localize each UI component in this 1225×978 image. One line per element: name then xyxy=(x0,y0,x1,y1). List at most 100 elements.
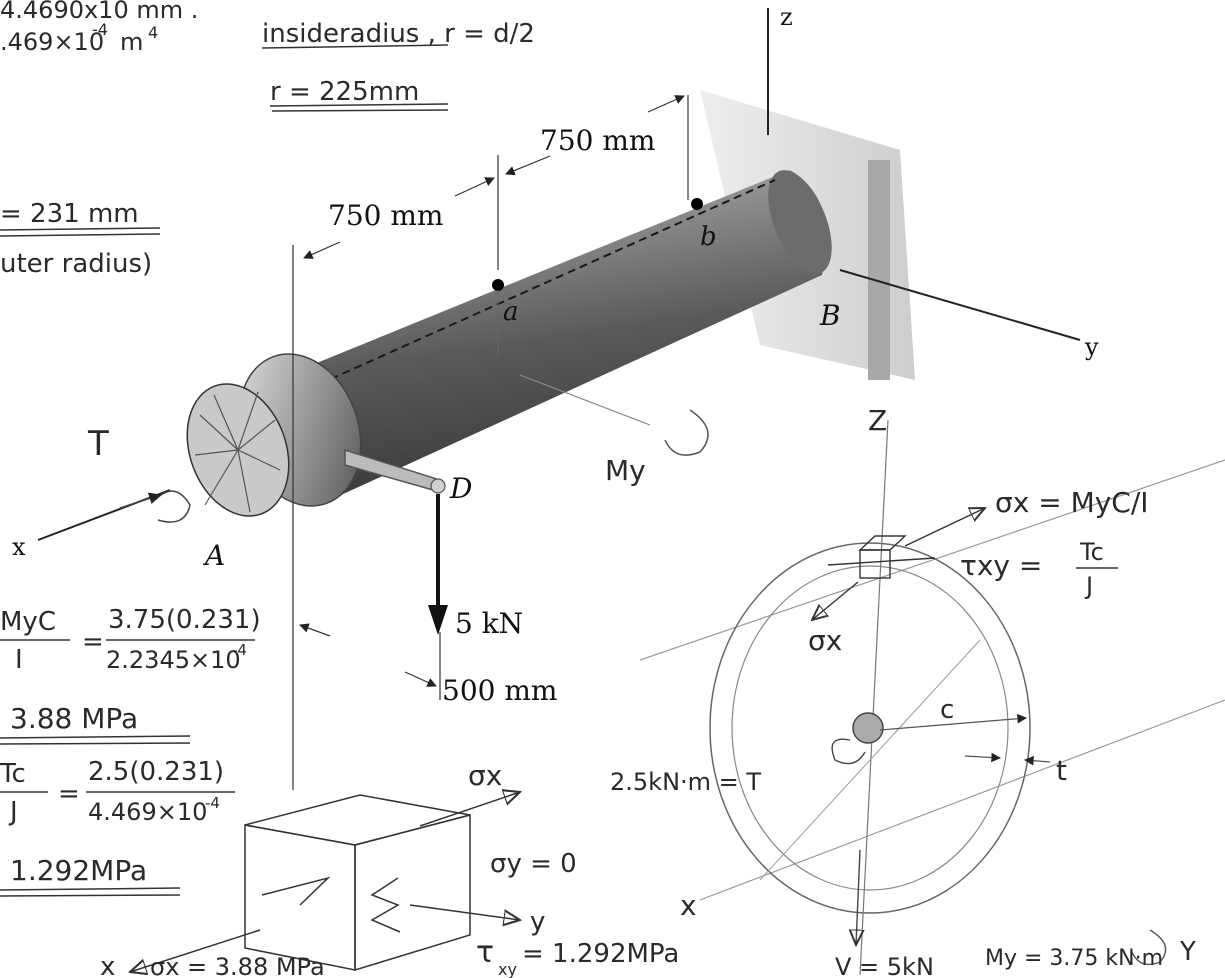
cross-section xyxy=(639,419,1225,976)
section-torque-curl xyxy=(831,738,866,765)
sec-label-y: Y xyxy=(1179,937,1196,967)
underline-inside-radius xyxy=(261,44,449,49)
section-z-axis xyxy=(859,419,889,976)
note-J-mm4: 4.4690x10 mm . xyxy=(0,0,198,24)
wall-post xyxy=(868,160,890,380)
sec-label-t: t xyxy=(1056,754,1067,787)
calc-sigma-den: 2.2345×10 xyxy=(106,646,241,674)
small-element-shear-line xyxy=(827,557,936,566)
calc-tau-den-exp: -4 xyxy=(205,794,220,812)
calc-tau-eq: = xyxy=(58,779,80,809)
underline-tau-2 xyxy=(0,894,181,897)
sec-label-v: V = 5kN xyxy=(835,953,934,978)
label-load: 5 kN xyxy=(455,607,523,640)
end-face-spokes xyxy=(194,391,281,513)
underline-sigma-2 xyxy=(0,742,191,745)
point-D-pin xyxy=(430,478,446,494)
section-inner-circle xyxy=(731,565,1009,891)
section-tube-top-edge xyxy=(639,459,1225,661)
el-label-sigma-bottom: σx = 3.88 MPa xyxy=(150,953,325,978)
load-arrow-head xyxy=(428,605,448,635)
section-center-disk xyxy=(852,712,884,744)
note-J-exp: -4 xyxy=(92,20,108,39)
label-y: y xyxy=(1084,333,1099,361)
small-element-sigma-arrow-2 xyxy=(812,581,859,620)
dim-750-1-right xyxy=(454,177,495,197)
underline-sigma-1 xyxy=(0,735,191,739)
note-outer-radius: uter radius) xyxy=(0,249,152,279)
label-point-A: A xyxy=(202,539,225,572)
section-v-arrow xyxy=(856,849,860,945)
el-label-y: y xyxy=(530,907,545,937)
stress-element-labels: σx σy = 0 y τ xy = 1.292MPa x σx = 3.88 … xyxy=(100,759,679,978)
stress-element xyxy=(130,792,520,972)
torque-arrow-A xyxy=(119,492,162,509)
note-J-m4: .469×10 xyxy=(0,28,104,56)
calc-sigma-num: 3.75(0.231) xyxy=(108,605,261,635)
calc-sigma-frac-den: I xyxy=(15,645,23,675)
my-moment-curl xyxy=(664,409,709,456)
my-vector-line xyxy=(519,374,651,426)
label-x: x xyxy=(12,533,26,561)
section-t-arrow-in xyxy=(964,752,1001,763)
section-small-element xyxy=(812,508,985,620)
sec-label-tau-num: Tc xyxy=(1079,538,1104,566)
calc-tau-result: 1.292MPa xyxy=(10,854,147,887)
cross-section-labels: Z σx = MyC/I τxy = Tc J σx c t 2.5kN·m =… xyxy=(610,404,1196,978)
underline-r-1 xyxy=(269,103,449,107)
note-My-label: My xyxy=(605,454,646,487)
el-label-tau: τ xyxy=(476,935,494,970)
dim-500-right xyxy=(404,671,437,687)
section-c-arrow xyxy=(879,713,1027,731)
small-element-box xyxy=(859,549,891,579)
calc-tau-frac-num: Tc xyxy=(0,759,26,789)
note-J-unit-exp: 4 xyxy=(148,23,158,42)
calc-sigma-result: 3.88 MPa xyxy=(10,702,138,735)
note-r-value: r = 225mm xyxy=(270,77,419,107)
note-J-unit: m xyxy=(120,28,143,56)
notes-calculations: MyC I = 3.75(0.231) 2.2345×10 -4 3.88 MP… xyxy=(0,605,261,897)
label-z: z xyxy=(780,3,793,31)
dim-750-2-left xyxy=(505,155,551,176)
dim-750-1-left xyxy=(303,241,341,259)
el-label-x: x xyxy=(100,952,115,978)
small-element-top xyxy=(858,535,907,551)
label-point-D: D xyxy=(449,472,472,505)
dim-label-750-mid: 750 mm xyxy=(328,199,443,232)
cube-front xyxy=(244,824,356,971)
el-label-tau-sub: xy xyxy=(498,960,517,978)
calc-tau-den: 4.469×10 xyxy=(88,798,207,826)
dim-500-left xyxy=(299,623,331,637)
shear-zigzag-side xyxy=(370,877,401,933)
sigma-x-arrow-top xyxy=(419,792,520,827)
dim-label-750-top: 750 mm xyxy=(540,124,655,157)
shear-arrow-front xyxy=(261,876,331,906)
calc-sigma-den-exp: -4 xyxy=(232,641,247,659)
sec-label-z: Z xyxy=(868,404,887,437)
sec-label-sigma-formula: σx = MyC/I xyxy=(995,486,1149,519)
el-label-sigma-y: σy = 0 xyxy=(490,849,577,879)
underline-r-2 xyxy=(271,109,449,112)
el-label-tau-value: = 1.292MPa xyxy=(522,939,679,969)
calc-tau-num: 2.5(0.231) xyxy=(88,757,224,787)
cube-side xyxy=(354,814,471,972)
sec-label-torque: 2.5kN·m = T xyxy=(610,768,761,796)
sec-label-tau-lhs: τxy = xyxy=(960,549,1042,582)
label-point-B: B xyxy=(819,299,841,332)
dim-label-500: 500 mm xyxy=(442,674,557,707)
sec-label-tau-den: J xyxy=(1084,572,1093,600)
point-a-dot xyxy=(492,279,504,291)
note-c-value: = 231 mm xyxy=(0,199,139,229)
section-my-curl xyxy=(1131,929,1167,966)
y-axis xyxy=(839,269,1081,341)
point-b-dot xyxy=(691,198,703,210)
sec-label-c: c xyxy=(940,695,954,725)
section-t-arrow-out xyxy=(1024,755,1051,766)
shaft-end-B xyxy=(768,170,832,274)
label-point-b: b xyxy=(700,222,717,252)
shaft-body xyxy=(270,170,827,500)
shaft-figure: z y x 750 mm 750 mm 500 mm a b A B D 5 k… xyxy=(12,3,1099,790)
notes-top-left: 4.4690x10 mm . .469×10 -4 m 4 insideradi… xyxy=(0,0,646,487)
dim-750-2-right xyxy=(647,95,685,113)
